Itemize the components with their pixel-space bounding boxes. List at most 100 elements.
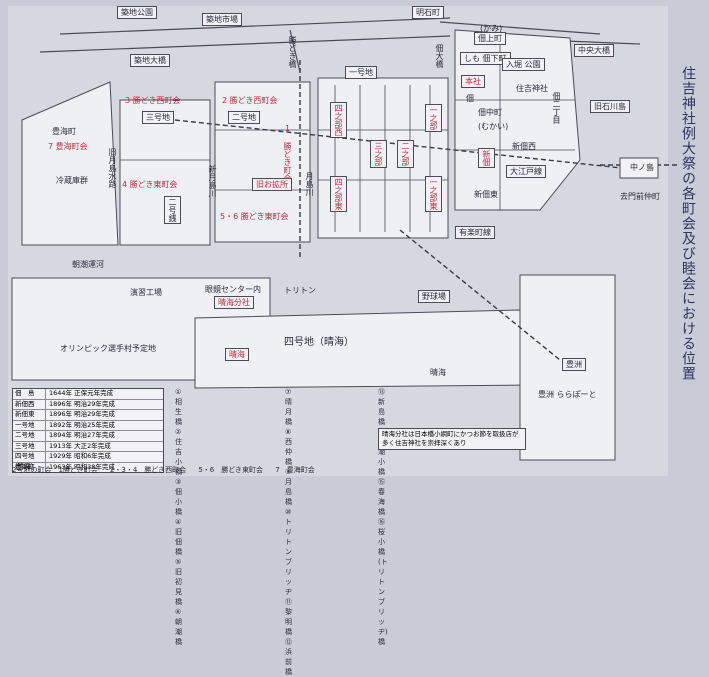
nigochi-block (214, 81, 311, 243)
park-label-2: 築地市場 (202, 13, 242, 26)
bridge-col-1: ① 相生橋 ② 住吉小橋 ③ 佃小橋 ④ 旧佃橋 ⑤ 旧初見橋 ⑥ 朝潮橋 (175, 387, 182, 647)
harumi-red-label: 晴海 (225, 348, 249, 361)
table-key: 四号地 (晴海) (13, 452, 46, 470)
table-key: 豊海町 (13, 462, 46, 472)
iriai-park-label: 入堀 公園 (502, 58, 545, 71)
list-item: ⑩ トリトンブリッヂ (285, 508, 292, 596)
table-key: 一号地 (13, 420, 46, 430)
mukai-label: (むかい) (478, 122, 509, 131)
sangochi-label: 三号地 (142, 111, 174, 124)
shin-tsukuda-higashi-label: 新佃東 (474, 190, 498, 199)
nigo-yu-label: 二号銭 (164, 196, 181, 224)
chuo-ohashi-label: 中央大橋 (574, 44, 614, 57)
center-label: 眼鏡センター内 (205, 285, 261, 294)
toyosu-label: 豊洲 (562, 358, 586, 371)
tsukiji-bridge-label: 築地大橋 (130, 54, 170, 67)
tsukuda-label: 佃 (466, 94, 474, 103)
list-item: ② 住吉小橋 (175, 428, 182, 476)
bottom-caption: 2号地の町会 1勝どき町会 2・3・4 勝どき西町会 5・6 勝どき東町会 7 … (12, 465, 325, 475)
tsukuda-niche-label: 佃二丁目 (552, 92, 561, 124)
table-key: 新佃西 (13, 399, 46, 409)
kachidoki-nishi-2-label: 2 勝どき西町会 (222, 96, 278, 105)
ni-bu-label: 二之部 (397, 140, 414, 168)
list-item: ⑥ 朝潮橋 (175, 608, 182, 646)
yongochi-label: 四号地（晴海） (284, 337, 354, 348)
oedo-label: 大江戸線 (506, 165, 546, 178)
kachidoki-nishi-3-label: 3 勝どき西町会 (125, 96, 181, 105)
table-value: 1644年 正保元年完成 (49, 389, 114, 397)
enshu-factory-label: 演習工場 (130, 288, 162, 297)
table-value: 1892年 明治25年完成 (49, 420, 115, 429)
kachidoki-bridge-label: 勝どき橋 (288, 36, 297, 68)
list-item: ⑤ 旧初見橋 (175, 558, 182, 606)
park-label-1: 築地公園 (117, 6, 157, 19)
tsukishima-river-label: 月島川 (305, 172, 314, 196)
list-item: ⑧ 西仲橋 (285, 428, 292, 466)
yurakucho-line-label: 有楽町線 (455, 226, 495, 239)
bunsha-note: 晴海分社は日本橋小網町にかつお節を取扱店が多く住吉神社を崇拝深くあり (378, 428, 526, 450)
kyu-ishikawa-label: 旧石川島 (590, 100, 630, 113)
table-value: 1929年 昭和6年完成 (49, 452, 111, 460)
park-label-3: 明石町 (412, 6, 444, 19)
kachidoki-higashi-56-label: 5・6 勝どき東町会 (220, 212, 289, 221)
list-item: ⑪ 黎明橋 (285, 598, 292, 636)
shin-tsukuda-red-label: 新佃 (478, 148, 495, 168)
tsukuda-naka-label: 佃中町 (478, 108, 502, 117)
lalaport-label: 豊洲 ららぽーと (538, 390, 597, 399)
shin-tsukuda-label: 新佃西 (512, 142, 536, 151)
table-value: 1963年 昭和38年完成 (49, 462, 115, 471)
list-item: ④ 旧佃橋 (175, 518, 182, 556)
list-item: ⑫ 浜前橋 (285, 638, 292, 676)
yon-higashi-label: 四之部東 (330, 176, 347, 212)
triton-label: トリトン (284, 286, 316, 295)
tsukuda-ohashi-label: 佃大橋 (435, 44, 444, 68)
olympic-label: オリンピック選手村予定地 (60, 344, 156, 353)
table-key: 新佃東 (13, 410, 46, 420)
list-item: ⑮ 春海橋 (378, 478, 385, 516)
list-item: ① 相生橋 (175, 388, 182, 426)
caption-part: 2・3・4 勝どき西町会 (109, 466, 187, 474)
table-value: 1896年 明治29年完成 (49, 410, 115, 418)
list-item: ③ 佃小橋 (175, 478, 182, 516)
caption-part: 2号地の町会 1勝どき町会 (12, 466, 98, 474)
table-value: 1913年 大正2年完成 (49, 441, 111, 450)
monzen-label: 去門前仲町 (620, 192, 660, 201)
table-key: 二号地 (13, 431, 46, 441)
nakanoshima-label: 中ノ島 (630, 163, 654, 172)
reizo-label: 冷蔵庫群 (56, 176, 88, 185)
toyomi-kai-label: 7 豊海町会 (48, 142, 88, 151)
baseball-label: 野球場 (418, 290, 450, 303)
nigochi-label: 二号地 (228, 111, 260, 124)
honsha-label: 本社 (461, 75, 485, 88)
harumi-bunsha-label: 晴海分社 (214, 296, 254, 309)
sumiyoshi-label: 住吉神社 (516, 84, 548, 93)
asashio-canal-label: 朝潮運河 (72, 260, 104, 269)
kachidoki-1-label: 1 勝どき町会 (283, 124, 292, 182)
old-canal-label: 旧月島水路 (108, 148, 117, 188)
yon-nishi-label: 四之部西 (330, 102, 347, 138)
ichi-bu-label: 一之部 (425, 104, 442, 132)
kachidoki-higashi-4-label: 4 勝どき東町会 (122, 180, 178, 189)
harumi-small-label: 晴海 (430, 368, 446, 377)
nakanoshima-block (619, 157, 659, 179)
table-row: 四号地 (晴海)1929年 昭和6年完成 (13, 452, 163, 470)
road-lines (39, 17, 641, 73)
list-item: ⑯ 桜小橋(トリトンブリッヂ)橋 (378, 518, 388, 646)
ichi-higashi-label: 一之部東 (425, 176, 442, 212)
toyomi-block (21, 81, 119, 246)
tsukuda-ue-label: 佃上町 (474, 32, 506, 45)
table-key: 佃 島 (13, 389, 46, 399)
shingetsu-label: 新月島川 (208, 165, 217, 197)
toyomi-label: 豊海町 (52, 127, 76, 136)
list-item: ⑦ 晴月橋 (285, 388, 292, 426)
table-key: 三号地 (13, 441, 46, 451)
